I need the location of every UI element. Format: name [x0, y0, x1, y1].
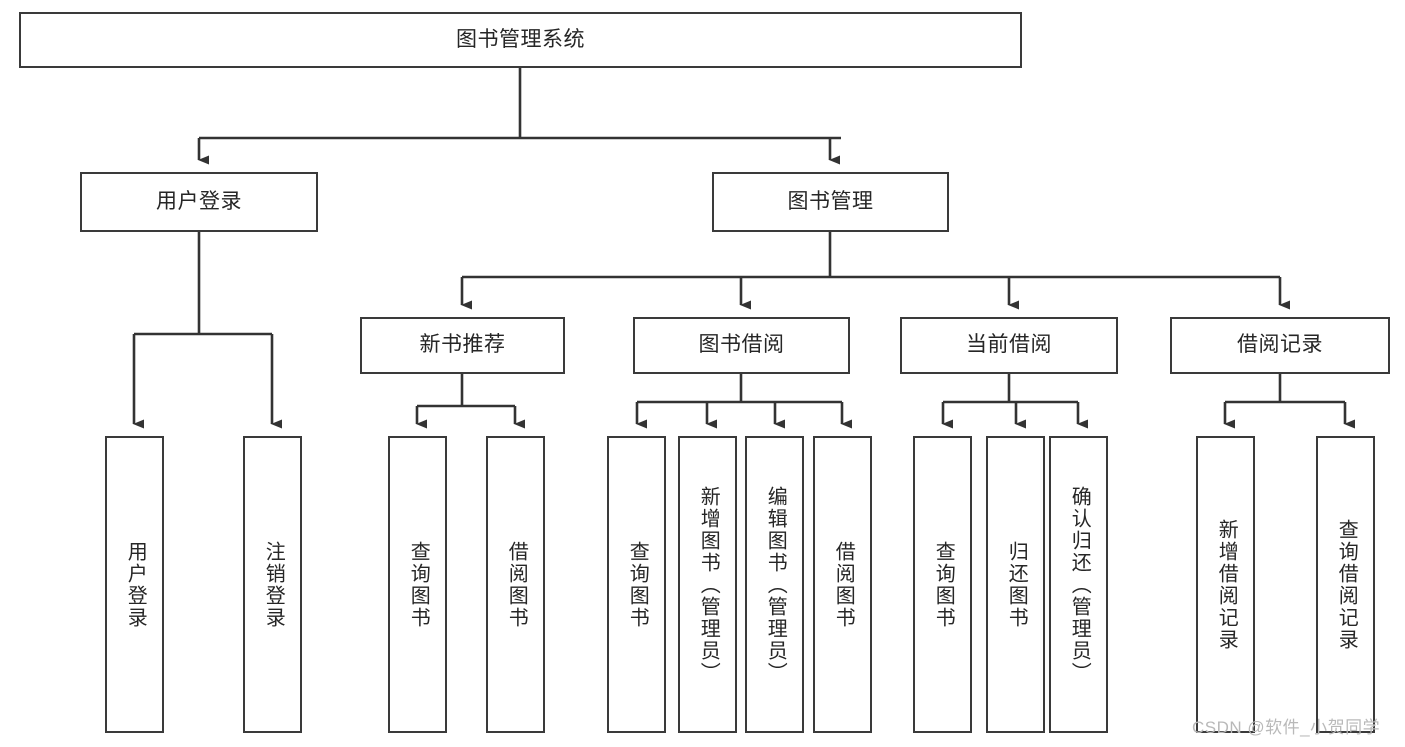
node-book-borrow[interactable]: 图书借阅 — [633, 317, 850, 374]
node-leaf-query-book-1[interactable]: 查询图书 — [388, 436, 447, 733]
node-leaf-return-book[interactable]: 归还图书 — [986, 436, 1045, 733]
node-leaf-borrow-book-1[interactable]: 借阅图书 — [486, 436, 545, 733]
watermark-label: CSDN @软件_小贺同学 — [1192, 718, 1381, 737]
node-leaf-borrow-book-2-label: 借阅图书 — [832, 540, 855, 629]
node-leaf-logout[interactable]: 注销登录 — [243, 436, 302, 733]
node-leaf-user-login-label: 用户登录 — [124, 540, 147, 629]
node-user-login-label: 用户登录 — [156, 189, 242, 213]
node-leaf-borrow-book-1-label: 借阅图书 — [505, 540, 528, 629]
node-root-label: 图书管理系统 — [456, 27, 585, 51]
node-book-manage[interactable]: 图书管理 — [712, 172, 949, 232]
node-leaf-add-record-label: 新增借阅记录 — [1215, 518, 1238, 651]
node-leaf-return-book-label: 归还图书 — [1005, 540, 1028, 629]
node-leaf-query-record-label: 查询借阅记录 — [1335, 518, 1358, 651]
node-leaf-query-record[interactable]: 查询借阅记录 — [1316, 436, 1375, 733]
node-book-manage-label: 图书管理 — [787, 189, 874, 213]
node-leaf-logout-label: 注销登录 — [262, 540, 285, 629]
node-root[interactable]: 图书管理系统 — [19, 12, 1022, 68]
node-leaf-add-book[interactable]: 新增图书（管理员） — [678, 436, 737, 733]
node-book-borrow-label: 图书借阅 — [698, 333, 785, 357]
node-leaf-borrow-book-2[interactable]: 借阅图书 — [813, 436, 872, 733]
node-leaf-add-book-label: 新增图书（管理员） — [697, 485, 720, 684]
node-leaf-query-book-1-label: 查询图书 — [407, 540, 430, 629]
node-leaf-query-book-2-label: 查询图书 — [626, 540, 649, 629]
node-new-book-rec[interactable]: 新书推荐 — [360, 317, 565, 374]
node-leaf-query-book-3-label: 查询图书 — [932, 540, 955, 629]
node-user-login[interactable]: 用户登录 — [80, 172, 318, 232]
node-new-book-rec-label: 新书推荐 — [419, 333, 506, 357]
node-borrow-record[interactable]: 借阅记录 — [1170, 317, 1390, 374]
node-leaf-add-record[interactable]: 新增借阅记录 — [1196, 436, 1255, 733]
node-leaf-edit-book-label: 编辑图书（管理员） — [764, 485, 787, 684]
node-leaf-confirm-return-label: 确认归还（管理员） — [1068, 485, 1091, 684]
node-leaf-user-login[interactable]: 用户登录 — [105, 436, 164, 733]
node-current-borrow[interactable]: 当前借阅 — [900, 317, 1118, 374]
node-leaf-query-book-3[interactable]: 查询图书 — [913, 436, 972, 733]
node-leaf-query-book-2[interactable]: 查询图书 — [607, 436, 666, 733]
node-leaf-confirm-return[interactable]: 确认归还（管理员） — [1049, 436, 1108, 733]
node-leaf-edit-book[interactable]: 编辑图书（管理员） — [745, 436, 804, 733]
node-borrow-record-label: 借阅记录 — [1237, 333, 1323, 357]
node-current-borrow-label: 当前借阅 — [966, 333, 1052, 357]
